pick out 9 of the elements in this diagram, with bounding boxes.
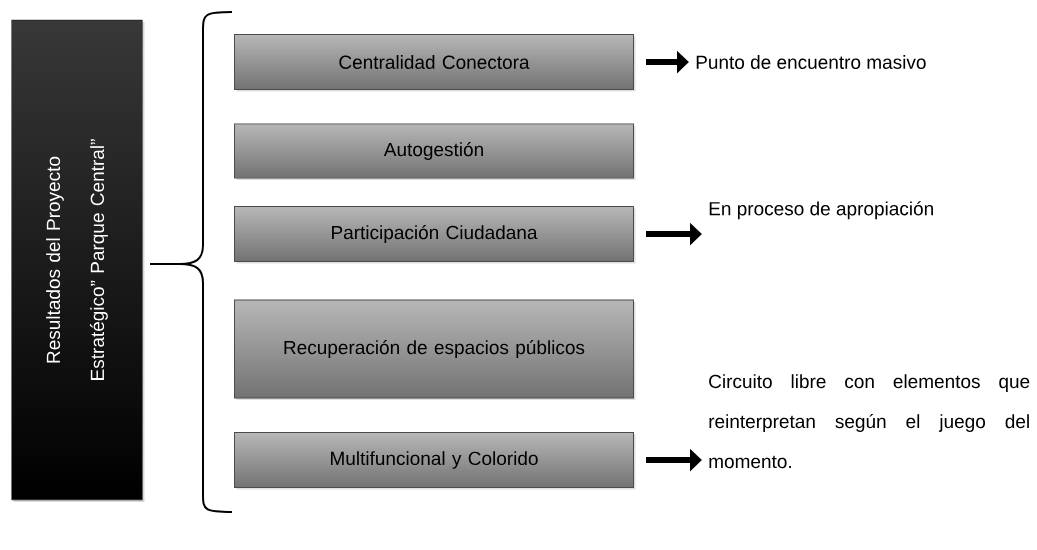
result-box: Participación Ciudadana	[234, 206, 636, 264]
result-box: Autogestión	[234, 123, 636, 180]
result-box: Centralidad Conectora	[234, 34, 636, 92]
result-box: Recuperación de espacios públicos	[234, 299, 636, 400]
description-text: Circuito libre con elementos que reinterpretan según el juego del momento.	[709, 374, 1030, 469]
description-text: Punto de encuentro masivo	[696, 55, 926, 69]
title-box: Resultados del Proyecto Estratégico” Parque Central”	[11, 19, 145, 502]
description-text: En proceso de apropiación	[709, 201, 933, 220]
result-box: Multifuncional y Colorido	[234, 432, 636, 490]
